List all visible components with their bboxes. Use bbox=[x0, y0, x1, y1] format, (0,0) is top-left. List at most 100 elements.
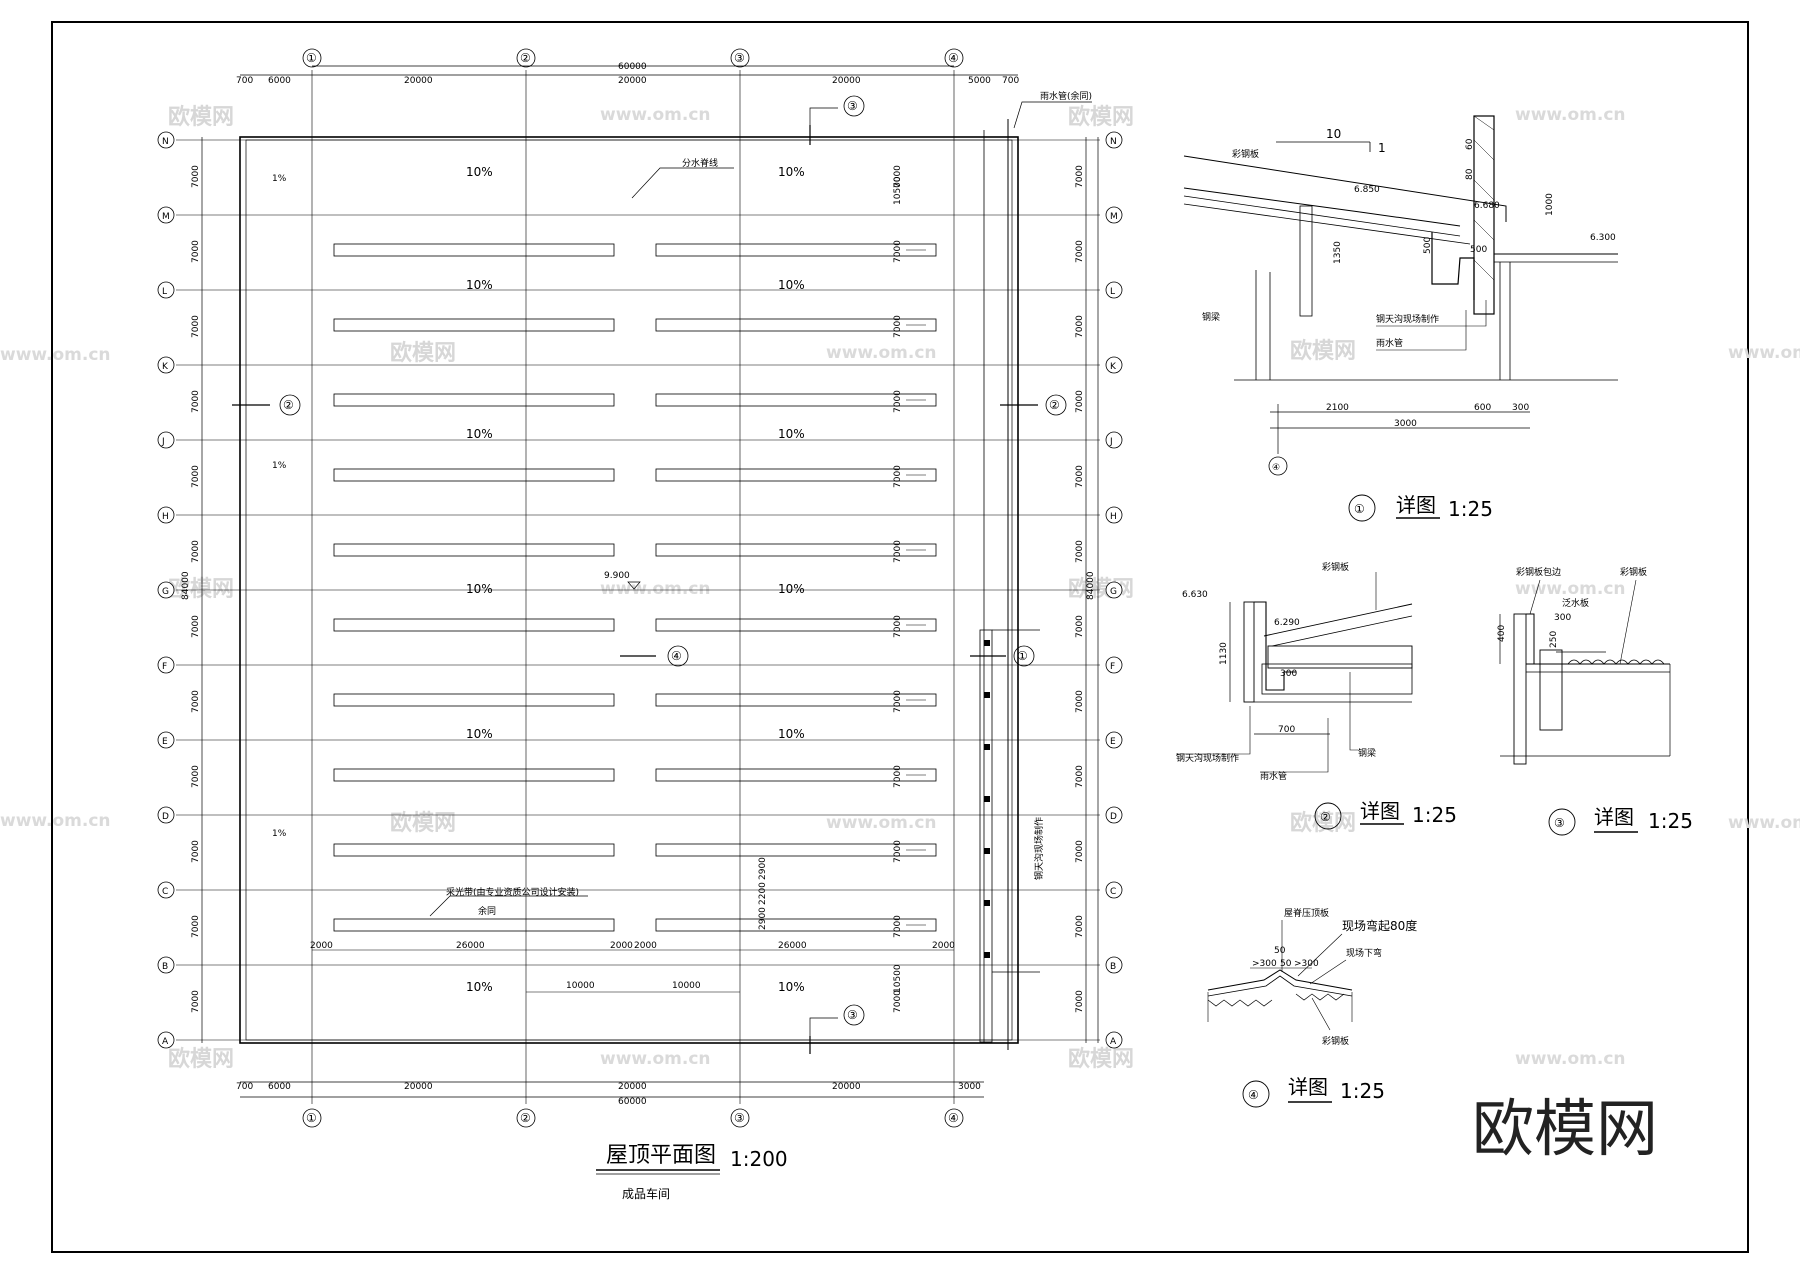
downpipe-marker bbox=[984, 848, 990, 854]
watermark-url: www.om.cn bbox=[826, 813, 937, 833]
watermark-url: www.om.cn bbox=[826, 343, 937, 363]
row-dim-text: 7000 bbox=[1075, 690, 1085, 713]
dim-text: 1350 bbox=[1333, 241, 1343, 264]
skylight-strip bbox=[655, 243, 937, 257]
axis-label: G bbox=[1110, 587, 1117, 597]
watermark-url: www.om.cn bbox=[1515, 1049, 1626, 1069]
axis-label: ② bbox=[520, 51, 531, 65]
dim-text: 2000 bbox=[610, 941, 633, 951]
dim-text: 400 bbox=[1497, 625, 1507, 642]
axis-label: C bbox=[1110, 887, 1116, 897]
axis-bubble bbox=[302, 1108, 322, 1128]
slope-text: 10% bbox=[778, 980, 805, 994]
dim-text: 10500 bbox=[893, 964, 903, 993]
skylight-strip bbox=[333, 618, 615, 632]
watermark-url: www.om.cn bbox=[600, 579, 711, 599]
tag-text: 彩钢板 bbox=[1232, 148, 1259, 160]
sheet-border bbox=[51, 21, 1749, 1253]
row-dim-text: 7000 bbox=[191, 465, 201, 488]
detail-1: 10 1 彩钢板 钢梁 钢天沟现场制作 雨水管 6.850 6.680 6.30… bbox=[1183, 115, 1618, 522]
dim-text: 5000 bbox=[968, 76, 991, 86]
axis-label: ④ bbox=[948, 1111, 959, 1125]
axis-bubble bbox=[302, 48, 322, 68]
dim-text: 500 bbox=[1423, 237, 1433, 254]
axis-bubble bbox=[157, 731, 175, 749]
downpipe-marker bbox=[984, 640, 990, 646]
tag-text: 屋脊压顶板 bbox=[1284, 907, 1329, 919]
slope-text: 10% bbox=[466, 980, 493, 994]
elevation-label: 9.900 bbox=[604, 571, 630, 581]
tag-text: 雨水管 bbox=[1260, 770, 1287, 782]
dim-text: 26000 bbox=[456, 941, 485, 951]
row-dim-text: 7000 bbox=[893, 915, 903, 938]
tag-text: 现场下弯 bbox=[1346, 947, 1382, 959]
axis-bubble bbox=[1105, 506, 1123, 524]
axis-label: M bbox=[162, 212, 170, 222]
watermarks: 欧模网 www.om.cn 欧模网 www.om.cn www.om.cn 欧模… bbox=[0, 104, 1800, 1072]
watermark-text: 欧模网 bbox=[168, 576, 234, 602]
skylight-strip bbox=[333, 543, 615, 557]
axis-bubble bbox=[944, 48, 964, 68]
row-dim-text: 7000 bbox=[1075, 465, 1085, 488]
watermark-text: 欧模网 bbox=[390, 340, 456, 366]
slope-text: 10% bbox=[778, 427, 805, 441]
elevation-label: 6.680 bbox=[1474, 201, 1500, 211]
axis-bubble bbox=[157, 431, 175, 449]
detail-label: 详图 bbox=[1396, 493, 1436, 517]
watermark-text: 欧模网 bbox=[1068, 104, 1134, 130]
axis-bubble bbox=[730, 1108, 750, 1128]
axis-label: A bbox=[1110, 1037, 1117, 1047]
skylight-strip bbox=[333, 393, 615, 407]
slope-text: 1% bbox=[272, 174, 287, 184]
watermark-text: 欧模网 bbox=[168, 1046, 234, 1072]
axis-bubble bbox=[157, 956, 175, 974]
dim-text: 300 bbox=[1280, 669, 1297, 679]
watermark-url: www.om.cn bbox=[1515, 579, 1626, 599]
slope-text: 10% bbox=[466, 165, 493, 179]
axis-bubble bbox=[1105, 281, 1123, 299]
elevation-label: 6.850 bbox=[1354, 185, 1380, 195]
detail-number: ① bbox=[1354, 502, 1365, 516]
skylight-strip bbox=[655, 768, 937, 782]
axis-bubble bbox=[157, 806, 175, 824]
slope-text: 10% bbox=[778, 727, 805, 741]
row-dim-text: 7000 bbox=[893, 690, 903, 713]
tag-text: 钢梁 bbox=[1202, 311, 1220, 323]
row-dim-text: 7000 bbox=[1075, 765, 1085, 788]
dim-total-height: 84000 bbox=[1086, 571, 1096, 600]
axis-bubble bbox=[1105, 356, 1123, 374]
axis-label: B bbox=[162, 962, 168, 972]
detail-scale: 1:25 bbox=[1648, 809, 1693, 833]
detail-label: 详图 bbox=[1288, 1075, 1328, 1099]
tag-text: 钢梁 bbox=[1358, 747, 1376, 759]
dim-text: 80 bbox=[1465, 168, 1475, 180]
row-dim-text: 7000 bbox=[191, 990, 201, 1013]
axis-label: L bbox=[1110, 287, 1115, 297]
axis-label: K bbox=[162, 362, 169, 372]
axis-label: A bbox=[162, 1037, 169, 1047]
detail-2: 彩钢板 钢天沟现场制作 雨水管 钢梁 6.630 6.290 1130 700 … bbox=[1176, 561, 1457, 830]
axis-label: D bbox=[162, 812, 169, 822]
detail-label: 详图 bbox=[1360, 799, 1400, 823]
tag-text: 现场弯起80度 bbox=[1342, 918, 1417, 933]
bottom-dimension-chain: 700 6000 20000 20000 20000 3000 60000 bbox=[236, 1081, 984, 1107]
watermark-text: 欧模网 bbox=[1290, 338, 1356, 364]
row-dim-text: 7000 bbox=[191, 165, 201, 188]
row-dim-text: 7000 bbox=[1075, 315, 1085, 338]
skylight-strip bbox=[655, 843, 937, 857]
row-dim-text: 7000 bbox=[893, 390, 903, 413]
skylight-strips bbox=[333, 243, 990, 958]
watermark-text: 欧模网 bbox=[168, 104, 234, 130]
dim-text: 2000 bbox=[634, 941, 657, 951]
axis-label: ④ bbox=[948, 51, 959, 65]
dim-text: 300 bbox=[1512, 403, 1529, 413]
callout-3: ③ bbox=[847, 99, 858, 113]
row-dim-text: 7000 bbox=[191, 690, 201, 713]
row-dim-text: 7000 bbox=[191, 540, 201, 563]
dim-text: 2000 bbox=[932, 941, 955, 951]
watermark-url: www.om.cn bbox=[1728, 813, 1800, 833]
dim-text: 600 bbox=[1474, 403, 1491, 413]
row-dim-text: 7000 bbox=[191, 765, 201, 788]
dim-text: 6000 bbox=[268, 76, 291, 86]
row-dim-text: 7000 bbox=[893, 765, 903, 788]
